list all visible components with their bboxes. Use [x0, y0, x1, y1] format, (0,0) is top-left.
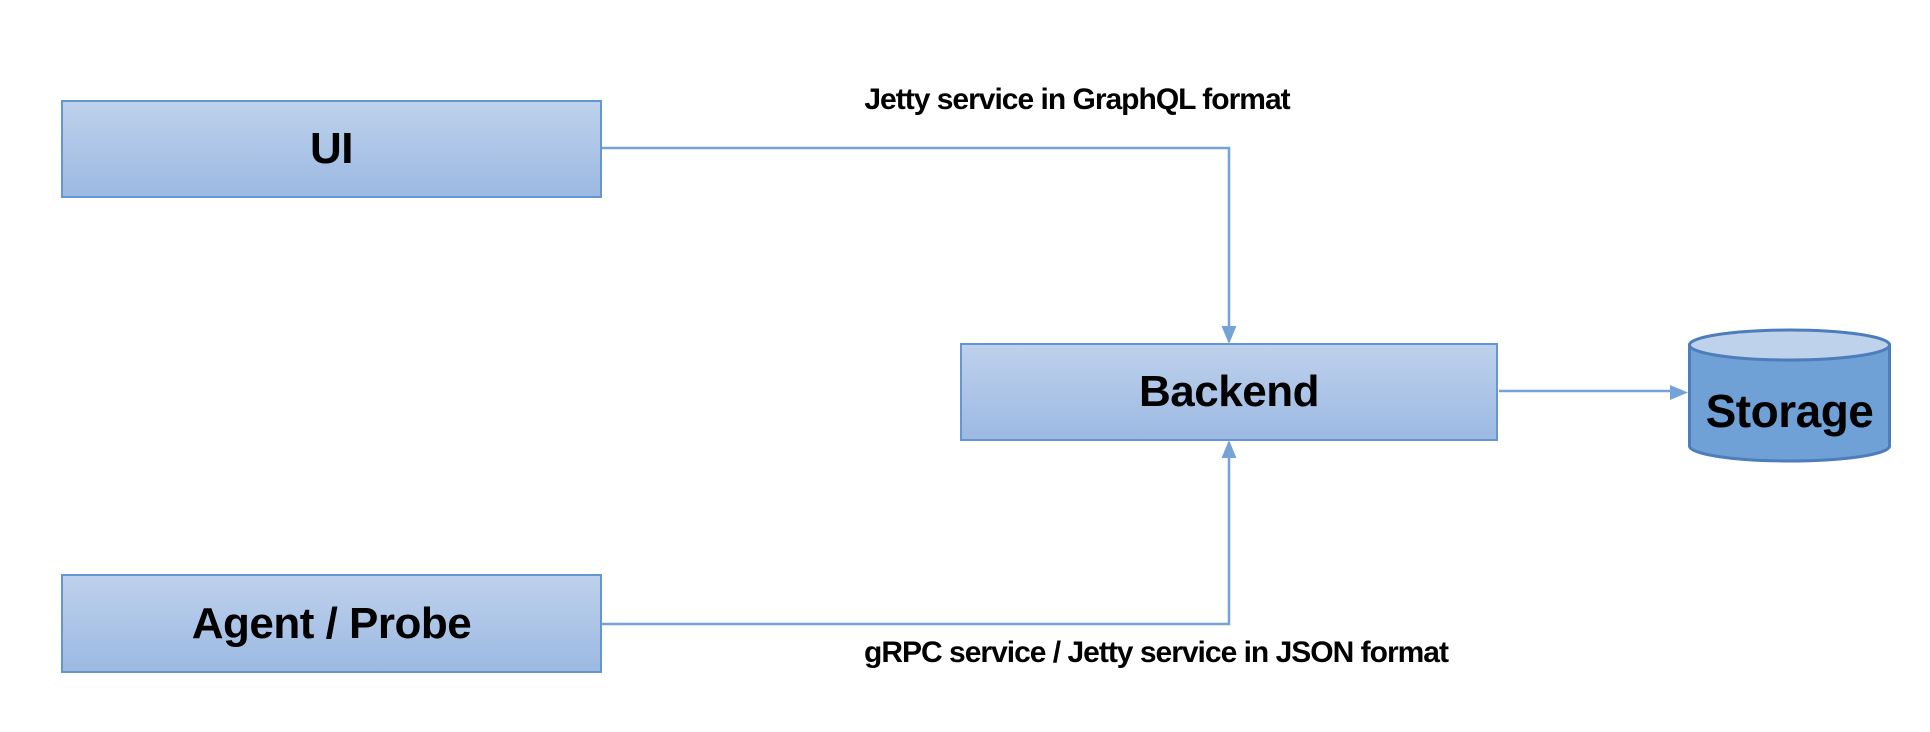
database-cylinder-icon: [1688, 328, 1891, 463]
node-storage-label: Storage: [1705, 385, 1874, 437]
arrowhead-up-icon: [1221, 440, 1237, 458]
edge-ui-to-backend: [602, 146, 1231, 326]
node-ui: UI: [61, 100, 602, 198]
arrowhead-down-icon: [1221, 326, 1237, 344]
node-storage: Storage: [1687, 327, 1892, 464]
node-ui-label: UI: [310, 124, 354, 173]
node-agent-probe-label: Agent / Probe: [191, 598, 472, 648]
node-backend: Backend: [960, 343, 1498, 441]
edge-agent-to-backend: [602, 458, 1231, 626]
node-backend-label: Backend: [1139, 367, 1319, 416]
edge-label-agent-backend: gRPC service / Jetty service in JSON for…: [864, 636, 1449, 669]
node-agent-probe: Agent / Probe: [61, 574, 602, 673]
edge-label-ui-backend: Jetty service in GraphQL format: [864, 83, 1290, 116]
arrowhead-right-icon: [1670, 385, 1688, 400]
